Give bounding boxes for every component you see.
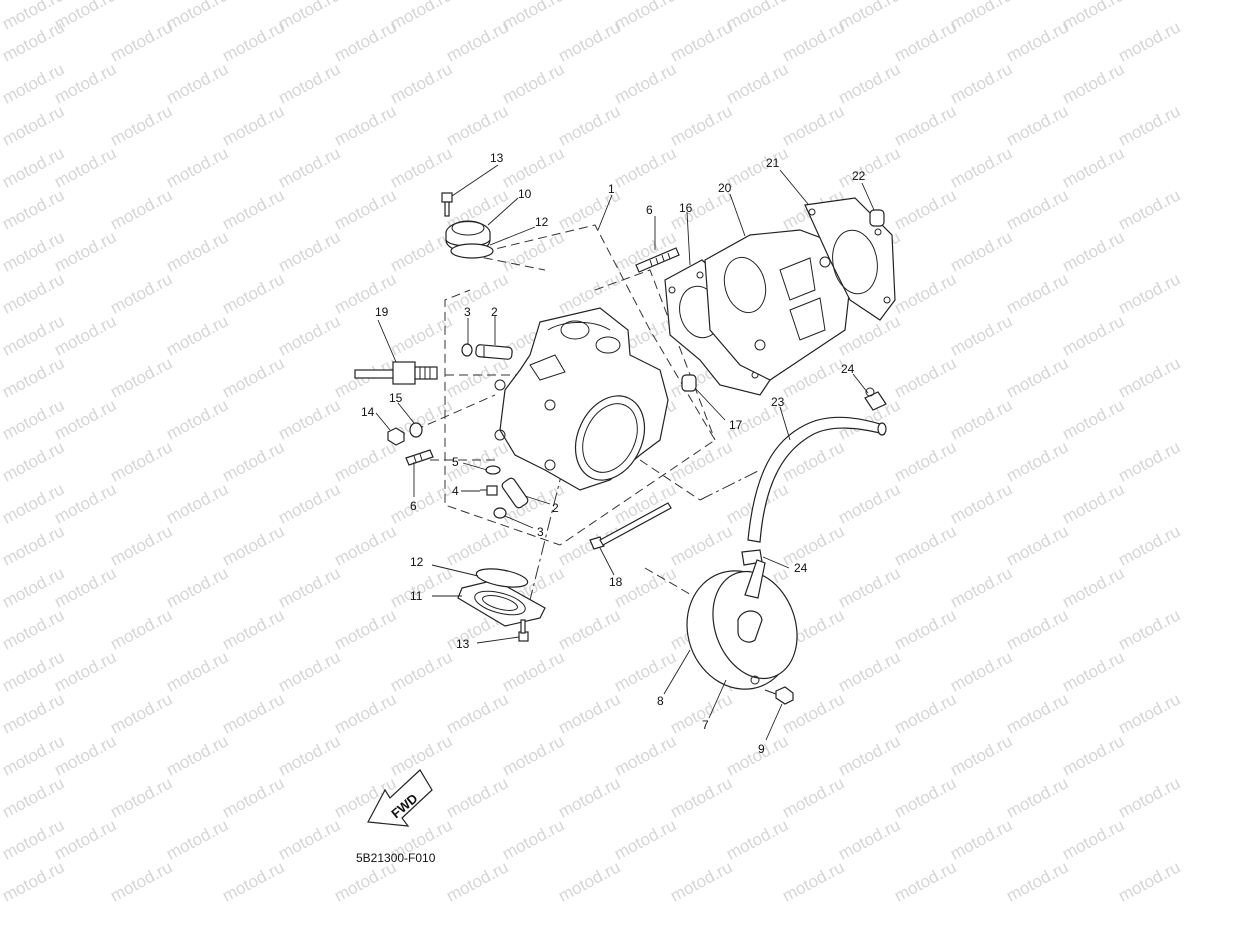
- callout-2-upper: 2: [491, 305, 498, 319]
- callout-15: 15: [389, 391, 403, 405]
- spark-plug: [354, 361, 438, 385]
- chamber-bolt: [764, 686, 794, 705]
- callout-17: 17: [729, 418, 743, 432]
- washer-lower: [493, 507, 507, 519]
- gasket-upper: [450, 243, 494, 259]
- stud-bolt-lower: [405, 449, 434, 466]
- cylinder-head: [494, 307, 669, 491]
- small-bolt: [480, 485, 498, 496]
- callout-13-lower: 13: [456, 637, 470, 651]
- forward-direction-arrow: FWD: [367, 769, 433, 827]
- callout-10: 10: [518, 187, 532, 201]
- dowel-pin-17: [681, 374, 697, 392]
- callout-23: 23: [771, 395, 785, 409]
- dowel-pin: [869, 209, 885, 227]
- callout-labels: 1 2 2 3 3 4 5 6 6 7 8 9 10 11 12 12 13 1…: [361, 151, 866, 756]
- bolt-upper: [441, 192, 453, 217]
- callout-6-upper: 6: [646, 203, 653, 217]
- callout-3-upper: 3: [464, 305, 471, 319]
- callout-22: 22: [852, 169, 866, 183]
- callout-2-lower: 2: [552, 501, 559, 515]
- cylinder-block: [704, 229, 851, 381]
- callout-11: 11: [410, 589, 423, 603]
- bolt-lower: [518, 619, 529, 642]
- sleeve-lower: [501, 477, 529, 509]
- callout-6-lower: 6: [410, 499, 417, 513]
- callout-8: 8: [657, 694, 664, 708]
- base-gasket: [804, 197, 896, 321]
- callout-1: 1: [608, 182, 615, 196]
- callout-4: 4: [452, 484, 459, 498]
- cover-plate: [457, 579, 546, 627]
- callout-9: 9: [758, 742, 765, 756]
- callout-16: 16: [679, 201, 693, 215]
- callout-24-upper: 24: [841, 362, 855, 376]
- callout-19: 19: [375, 305, 389, 319]
- gasket-lower: [475, 568, 529, 588]
- diagram-code: 5B21300-F010: [356, 851, 436, 865]
- callout-3-lower: 3: [537, 525, 544, 539]
- washer-upper: [461, 343, 473, 357]
- callout-13-upper: 13: [490, 151, 504, 165]
- hose-clamp-upper: [864, 387, 887, 411]
- long-bolt: [589, 502, 672, 550]
- callout-5: 5: [452, 455, 459, 469]
- callout-14: 14: [361, 405, 375, 419]
- callout-12-lower: 12: [410, 555, 424, 569]
- callout-12-upper: 12: [535, 215, 549, 229]
- callout-24-lower: 24: [794, 561, 808, 575]
- sleeve-upper: [475, 344, 513, 360]
- callout-21: 21: [766, 156, 780, 170]
- leader-lines: [375, 164, 875, 741]
- water-hose: [747, 416, 887, 543]
- callout-18: 18: [609, 575, 623, 589]
- small-washer: [485, 465, 501, 475]
- nut: [387, 427, 405, 446]
- callout-20: 20: [718, 181, 732, 195]
- exhaust-chamber: [686, 559, 798, 690]
- washer-15: [409, 422, 423, 438]
- callout-7: 7: [702, 718, 709, 732]
- stud-bolt-upper: [635, 247, 680, 273]
